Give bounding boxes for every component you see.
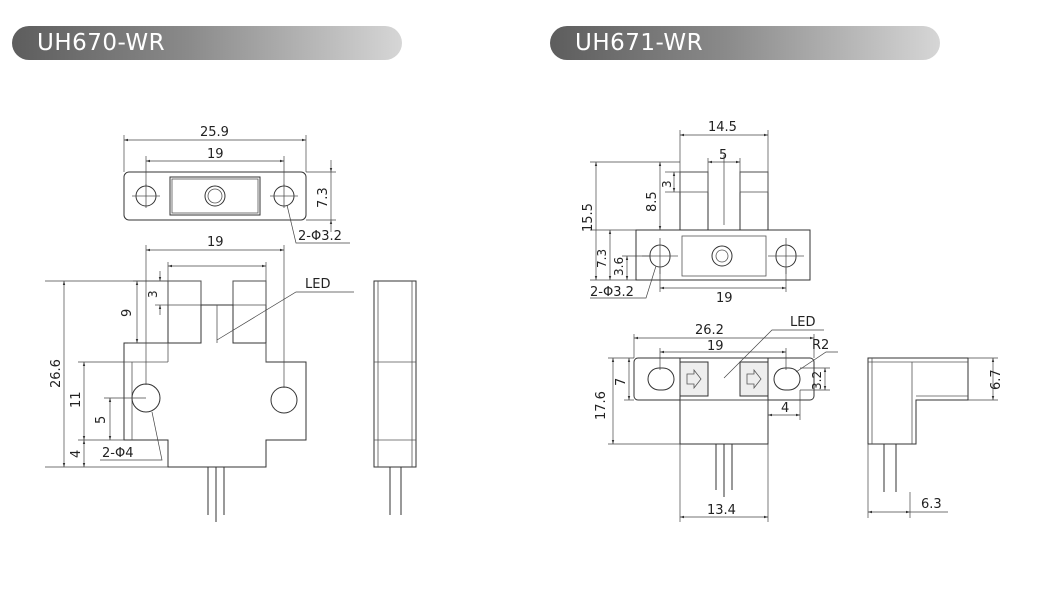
uh670-arm-width-label: 3 <box>146 290 160 298</box>
uh671-side-view <box>867 357 998 518</box>
uh671-radius-label: R2 <box>812 338 829 353</box>
uh670-top-height-label: 7.3 <box>316 187 331 208</box>
uh671-front-holes-label: 2-Φ3.2 <box>590 285 634 300</box>
uh671-led-label: LED <box>790 315 815 330</box>
uh670-top-view <box>123 135 350 244</box>
uh671-top-flange-label: 7 <box>614 378 629 386</box>
uh670-top-pitch-label: 19 <box>207 147 224 162</box>
uh671-top-view <box>608 329 838 522</box>
uh671-side-height-label: 6.7 <box>989 369 1004 390</box>
uh671-front-width-label: 14.5 <box>708 120 737 135</box>
uh671-top-depth-label: 17.6 <box>594 391 609 420</box>
uh670-front-view <box>45 245 354 522</box>
uh671-top-width-label: 26.2 <box>695 323 724 338</box>
uh670-total-height-label: 26.6 <box>49 359 64 388</box>
uh670-bottom-label: 4 <box>69 450 84 458</box>
uh670-hole-offset-label: 5 <box>94 416 109 424</box>
uh671-front-body-height-label: 7.3 <box>595 249 609 268</box>
uh671-front-pitch-label: 19 <box>716 291 733 306</box>
uh671-front-hole-height-label: 3.6 <box>612 257 626 276</box>
uh671-front-total-height-label: 15.5 <box>581 203 596 232</box>
uh670-side-view <box>373 280 417 515</box>
uh670-top-width-label: 25.9 <box>200 125 229 140</box>
uh670-led-label: LED <box>305 277 330 292</box>
uh670-front-holes-label: 2-Φ4 <box>102 446 133 461</box>
uh671-front-upper-label: 8.5 <box>645 191 660 212</box>
uh671-front-slot-label: 5 <box>719 148 727 163</box>
uh670-front-pitch-label: 19 <box>207 235 224 250</box>
title-banner-uh670: UH670-WR <box>12 26 402 60</box>
uh671-top-pitch-label: 19 <box>707 339 724 354</box>
uh671-top-edge-label: 4 <box>781 401 789 416</box>
uh671-side-width-label: 6.3 <box>921 497 942 512</box>
title-banner-uh671: UH671-WR <box>550 26 940 60</box>
uh670-top-holes-label: 2-Φ3.2 <box>298 229 342 244</box>
uh670-slot-depth-label: 9 <box>120 309 135 317</box>
uh671-top-bottom-width-label: 13.4 <box>707 503 736 518</box>
uh670-hole-height-label: 11 <box>69 391 84 408</box>
uh671-front-arm-label: 3 <box>660 180 674 188</box>
uh671-top-slot-width-label: 3.2 <box>810 371 824 390</box>
uh671-front-view <box>590 130 811 299</box>
